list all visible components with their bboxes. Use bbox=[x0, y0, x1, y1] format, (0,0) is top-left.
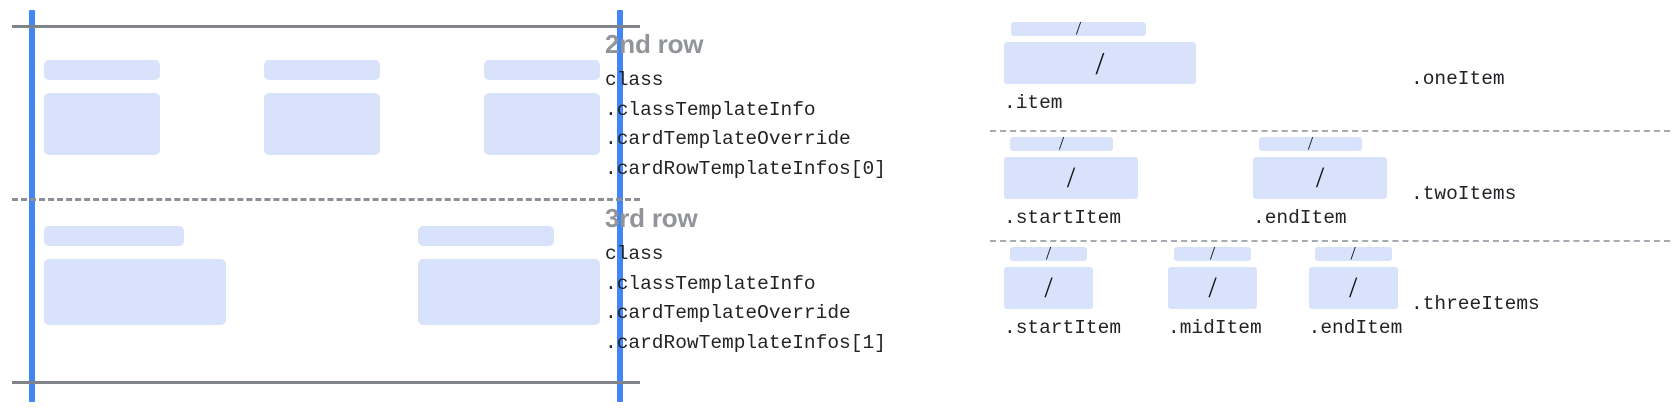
slash-glyph-icon: / bbox=[1315, 161, 1325, 194]
slash-glyph-icon: / bbox=[1307, 133, 1314, 155]
slash-glyph-icon: / bbox=[1075, 18, 1082, 40]
variant-three-items-slots: / / .startItem / / .midItem bbox=[1004, 243, 1403, 339]
left-edge-guide-line bbox=[29, 10, 35, 402]
slash-glyph-icon: / bbox=[1348, 271, 1358, 304]
variant-one-item: / / .item .oneItem bbox=[985, 18, 1676, 114]
card-row-0-cell-1 bbox=[264, 60, 380, 155]
placeholder-bar: / bbox=[1010, 243, 1087, 265]
slot-label: .startItem bbox=[1004, 317, 1122, 339]
card-row-1 bbox=[44, 226, 600, 325]
annotation-title: 2nd row bbox=[605, 29, 704, 59]
slot-end-item: / / .endItem bbox=[1253, 133, 1387, 229]
placeholder-box: / bbox=[1004, 42, 1196, 84]
annotation-block-3rd-row: 3rd row class .classTemplateInfo .cardTe… bbox=[605, 203, 886, 358]
annotation-block-2nd-row: 2nd row class .classTemplateInfo .cardTe… bbox=[605, 29, 886, 184]
slot-end-item: / / .endItem bbox=[1308, 243, 1403, 339]
variant-name-label: .oneItem bbox=[1411, 68, 1505, 90]
variant-two-items: / / .startItem / / .endItem bbox=[985, 133, 1676, 229]
placeholder-bar: / bbox=[1314, 243, 1392, 265]
placeholder-bar bbox=[44, 226, 184, 246]
slot-start-item: / / .startItem bbox=[1004, 133, 1138, 229]
placeholder-box: / bbox=[1308, 267, 1398, 309]
right-edge-guide-line bbox=[617, 10, 623, 402]
annotation-class-path: class .classTemplateInfo .cardTemplateOv… bbox=[605, 68, 886, 180]
bottom-boundary-line bbox=[12, 381, 640, 384]
placeholder-box: / bbox=[1004, 267, 1093, 309]
placeholder-bar bbox=[264, 60, 380, 80]
card-template-preview bbox=[0, 0, 650, 412]
slot-item: / / .item bbox=[1004, 18, 1196, 114]
placeholder-bar: / bbox=[1010, 133, 1113, 155]
slash-glyph-icon: / bbox=[1066, 161, 1076, 194]
annotation-title: 3rd row bbox=[605, 203, 698, 233]
placeholder-bar bbox=[484, 60, 600, 80]
top-boundary-line bbox=[12, 25, 640, 28]
placeholder-box bbox=[484, 93, 600, 155]
placeholder-bar: / bbox=[1011, 18, 1146, 40]
slot-start-item: / / .startItem bbox=[1004, 243, 1122, 339]
placeholder-box bbox=[418, 259, 600, 325]
variant-separator-dotted-line bbox=[990, 240, 1670, 242]
variant-name-label: .threeItems bbox=[1411, 293, 1540, 315]
placeholder-bar bbox=[418, 226, 554, 246]
placeholder-box bbox=[44, 93, 160, 155]
placeholder-bar: / bbox=[1259, 133, 1362, 155]
slot-label: .midItem bbox=[1168, 317, 1262, 339]
slot-mid-item: / / .midItem bbox=[1168, 243, 1262, 339]
placeholder-bar bbox=[44, 60, 160, 80]
slash-glyph-icon: / bbox=[1045, 243, 1052, 265]
card-row-0-cell-2 bbox=[484, 60, 600, 155]
slot-label: .item bbox=[1004, 92, 1063, 114]
row-divider-dashed-line bbox=[12, 198, 640, 201]
variant-name-label: .twoItems bbox=[1411, 183, 1517, 205]
variant-two-items-slots: / / .startItem / / .endItem bbox=[1004, 133, 1387, 229]
variant-one-item-slots: / / .item bbox=[1004, 18, 1196, 114]
placeholder-box: / bbox=[1168, 267, 1258, 309]
slash-glyph-icon: / bbox=[1095, 45, 1105, 81]
slot-label: .endItem bbox=[1253, 207, 1347, 229]
slash-glyph-icon: / bbox=[1208, 271, 1217, 304]
card-row-0 bbox=[44, 60, 600, 155]
placeholder-box bbox=[44, 259, 226, 325]
placeholder-bar: / bbox=[1174, 243, 1252, 265]
card-row-1-cell-0 bbox=[44, 226, 226, 325]
slash-glyph-icon: / bbox=[1209, 243, 1216, 265]
annotation-column: 2nd row class .classTemplateInfo .cardTe… bbox=[605, 0, 955, 412]
card-row-0-cell-0 bbox=[44, 60, 160, 155]
slot-label: .endItem bbox=[1308, 317, 1403, 339]
slash-glyph-icon: / bbox=[1350, 243, 1356, 265]
slash-glyph-icon: / bbox=[1044, 271, 1053, 304]
variant-separator-dotted-line bbox=[990, 130, 1670, 132]
layout-variants-panel: / / .item .oneItem / / bbox=[985, 0, 1676, 412]
slash-glyph-icon: / bbox=[1058, 133, 1065, 155]
placeholder-box bbox=[264, 93, 380, 155]
card-row-1-cell-1 bbox=[418, 226, 600, 325]
variant-three-items: / / .startItem / / .midItem bbox=[985, 243, 1676, 339]
slot-label: .startItem bbox=[1004, 207, 1122, 229]
annotation-class-path: class .classTemplateInfo .cardTemplateOv… bbox=[605, 242, 886, 354]
placeholder-box: / bbox=[1004, 157, 1138, 199]
placeholder-box: / bbox=[1253, 157, 1387, 199]
